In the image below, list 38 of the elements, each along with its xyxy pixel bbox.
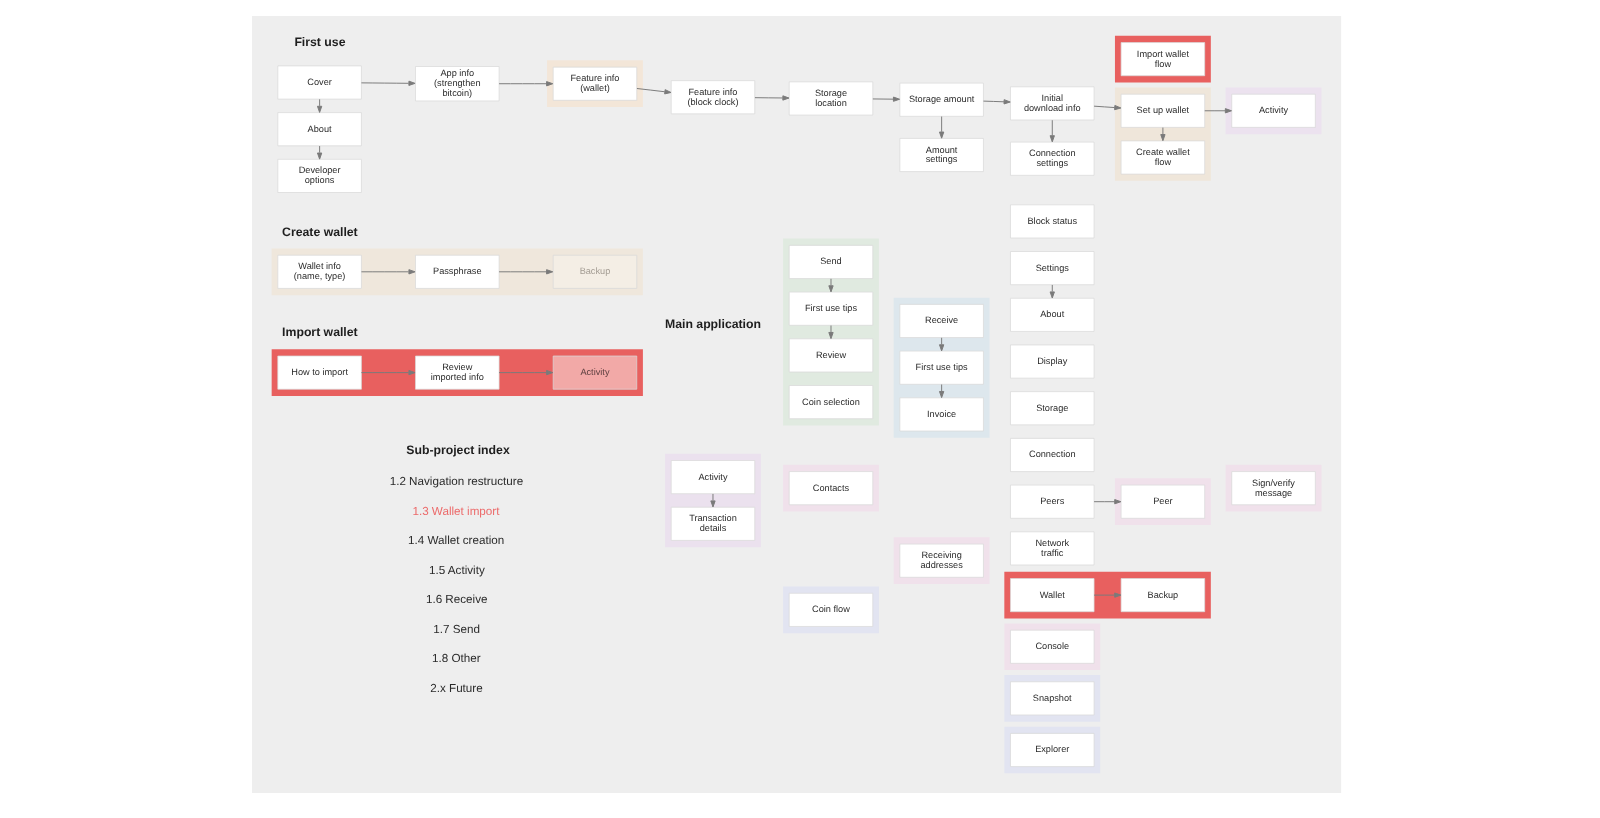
cluster [1003,726,1100,774]
cluster [270,349,642,396]
cluster [782,586,878,634]
arrow [827,325,833,340]
arrow [315,98,322,113]
cluster [782,238,878,426]
arrow [635,88,671,95]
arrow [1092,499,1121,505]
arrow [871,96,900,102]
cluster [270,248,642,296]
arrow [827,278,833,293]
arrow [938,384,944,399]
cluster [892,537,989,585]
arrow [1092,592,1121,598]
arrow [753,95,789,101]
arrow [359,80,415,86]
arrow [938,337,944,352]
cluster [1113,35,1210,83]
arrow [497,81,553,87]
arrow [981,99,1010,105]
arrow [709,493,715,508]
arrow [1203,108,1231,114]
cluster [1224,464,1321,512]
arrow [359,369,415,376]
arrow [497,269,553,275]
arrow [359,269,415,275]
cluster [892,297,989,438]
arrow [497,369,553,376]
arrow [1048,284,1054,299]
arrow [315,145,322,160]
arrow [1092,104,1121,111]
arrow [1048,119,1054,143]
arrow [938,116,944,139]
arrow [1159,127,1165,142]
cluster [664,453,760,548]
cluster [1003,571,1210,619]
cluster [1003,623,1100,671]
cluster [782,464,878,512]
